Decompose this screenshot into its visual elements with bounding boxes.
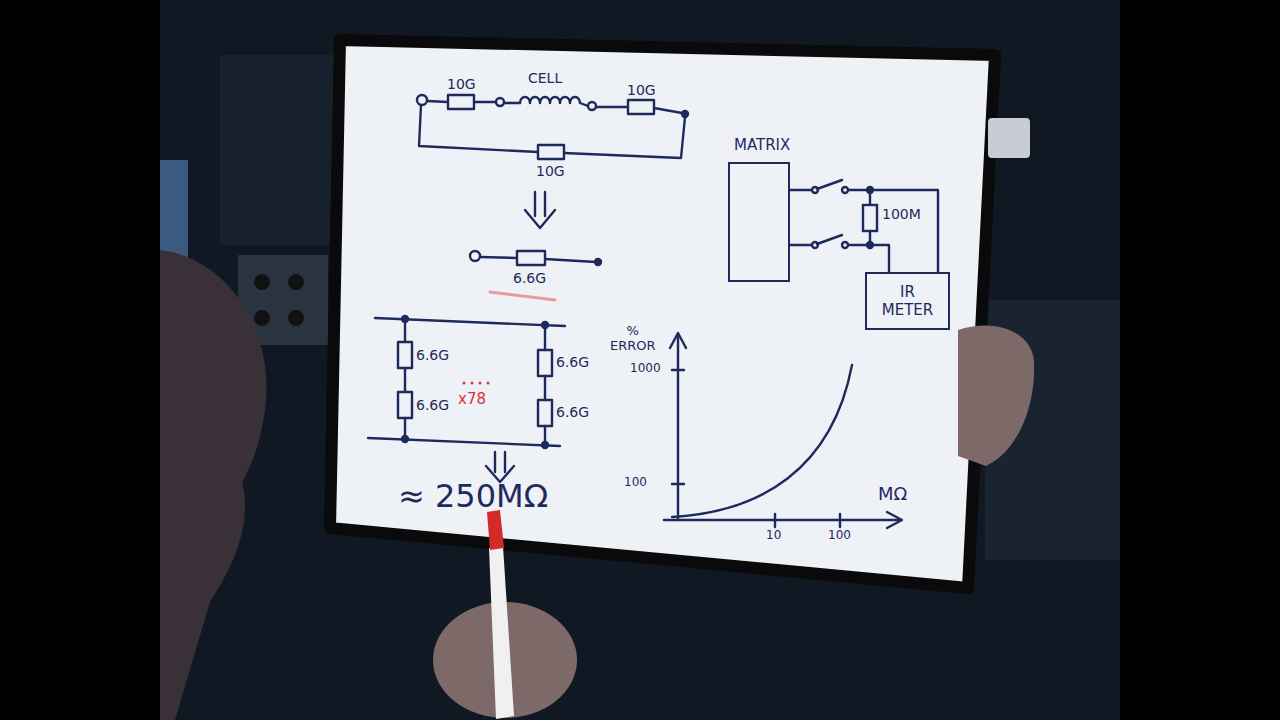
resistor-value: 6.6G — [556, 404, 589, 420]
multiplier-note: x78 — [458, 391, 486, 408]
x-axis — [664, 519, 900, 521]
underline-mark — [490, 292, 555, 300]
resistor-value: 6.6G — [416, 347, 449, 363]
presenter-face — [160, 250, 267, 720]
box-label: IR METER — [876, 283, 940, 319]
tick — [672, 483, 684, 485]
knob — [254, 310, 270, 326]
resistor-value: 10G — [536, 163, 565, 179]
resistor-value: 10G — [447, 76, 476, 92]
axis-tick: 1000 — [630, 362, 661, 376]
error-curve — [672, 365, 852, 517]
marker-body — [489, 546, 514, 719]
axis-unit: MΩ — [878, 484, 907, 505]
switch-symbol — [812, 235, 848, 249]
parallel-network — [368, 316, 565, 448]
hand — [958, 325, 1034, 466]
down-arrow — [525, 192, 555, 228]
tick — [672, 369, 684, 371]
resistor-symbol — [448, 95, 474, 109]
cell-coil — [520, 97, 588, 106]
terminal — [496, 98, 504, 106]
marker-cap — [487, 510, 504, 550]
wire — [596, 106, 628, 108]
wire-connector — [790, 245, 889, 272]
axis-title: % ERROR — [610, 324, 656, 354]
equivalent-resistor — [470, 251, 601, 265]
knob — [288, 274, 304, 290]
wire — [564, 117, 685, 158]
tick — [774, 514, 776, 527]
whiteboard — [330, 40, 995, 588]
red-dots — [463, 382, 490, 385]
resistor-value: 6.6G — [556, 354, 589, 370]
knob — [288, 310, 304, 326]
tick — [839, 514, 841, 527]
resistor-symbol — [863, 187, 877, 248]
room — [160, 0, 1120, 720]
meter-box: IR METER — [865, 272, 950, 330]
wire — [474, 101, 496, 103]
resistor-value: 10G — [627, 82, 656, 98]
matrix-box: MATRIX — [728, 162, 790, 282]
wire — [419, 105, 538, 152]
resistor-value: 6.6G — [416, 397, 449, 413]
wire — [654, 108, 682, 113]
wire-connector — [790, 190, 938, 272]
switch-symbol — [812, 180, 848, 194]
terminal — [417, 95, 427, 105]
axis-tick: 100 — [828, 529, 851, 543]
axis-tick: 10 — [766, 529, 781, 543]
axis-arrow — [887, 512, 902, 528]
box-heading: MATRIX — [734, 136, 790, 154]
result-value: ≈ 250MΩ — [398, 478, 548, 515]
y-axis — [677, 336, 679, 520]
wire — [504, 102, 520, 104]
wire — [427, 101, 448, 102]
terminal — [588, 102, 596, 110]
resistor-symbol — [628, 100, 654, 114]
resistor-value: 100M — [882, 206, 921, 222]
error-graph — [664, 333, 902, 528]
axis-arrow — [670, 333, 686, 348]
board-clip — [988, 118, 1030, 158]
knob — [254, 274, 270, 290]
axis-tick: 100 — [624, 476, 647, 490]
resistor-value: 6.6G — [513, 270, 546, 286]
resistor-symbol — [538, 145, 564, 159]
component-name: CELL — [528, 70, 562, 86]
shelf — [220, 55, 335, 245]
series-circuit — [417, 95, 688, 159]
